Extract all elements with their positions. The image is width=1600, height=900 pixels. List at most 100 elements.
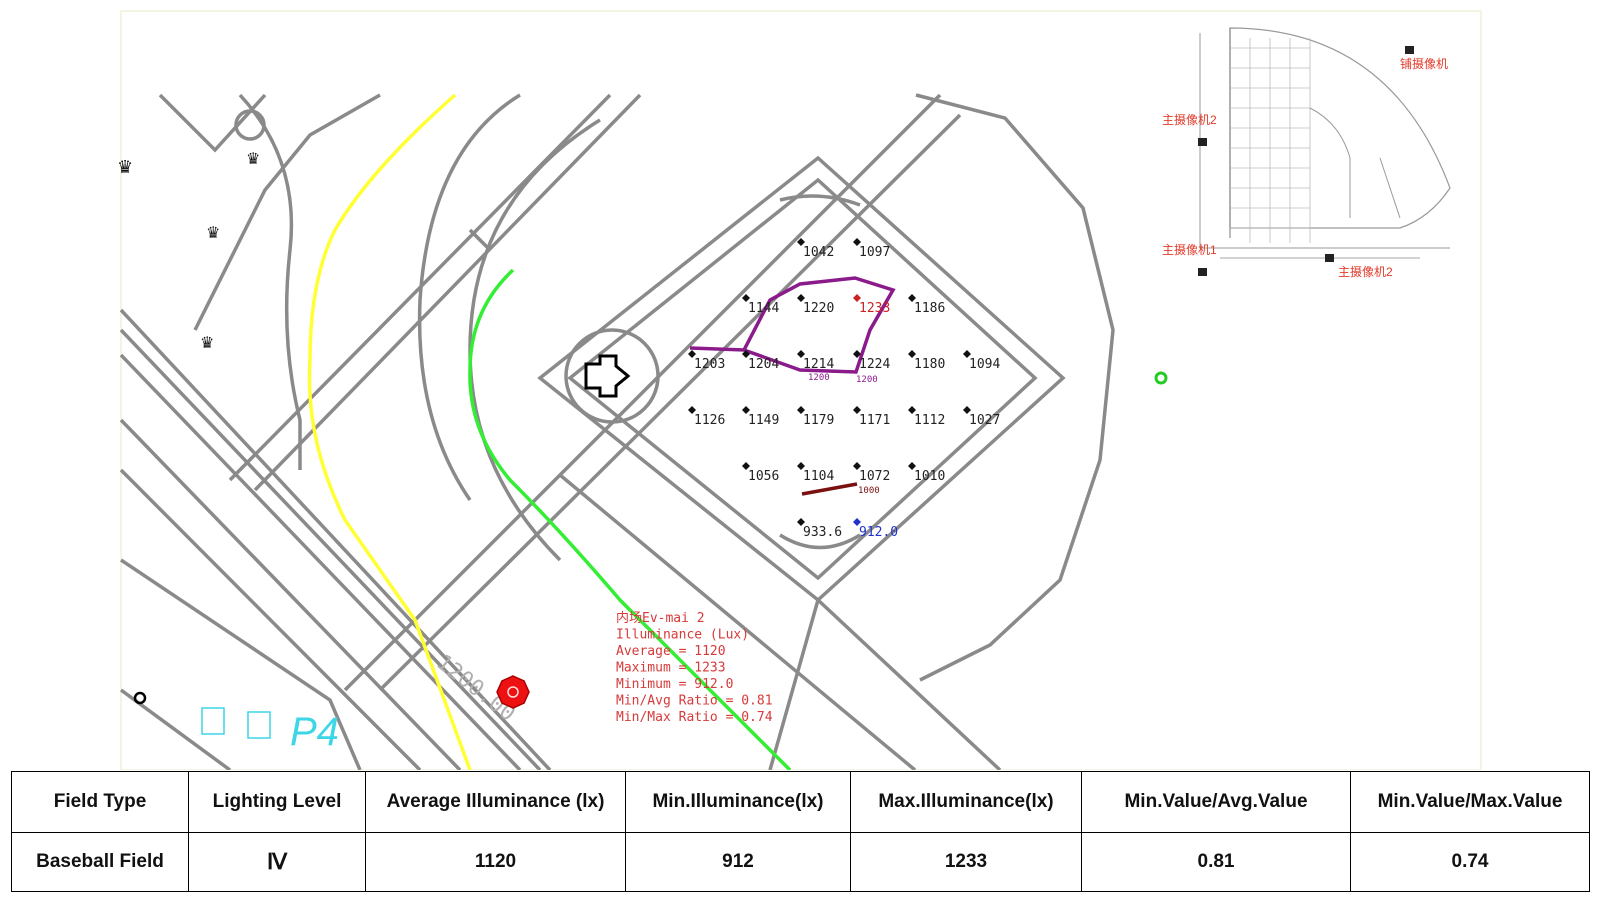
calc-point-label: 1010 (914, 469, 945, 484)
tree-icon: ♛ (246, 151, 260, 168)
calc-point-marker (688, 406, 696, 414)
calc-point-marker (853, 350, 861, 358)
survey-point-icon (133, 691, 147, 705)
cell-max-illuminance: 1233 (850, 832, 1082, 892)
header-field-type: Field Type (11, 771, 189, 833)
header-min-avg-ratio: Min.Value/Avg.Value (1081, 771, 1351, 833)
inset-label: 主摄像机2 (1162, 112, 1217, 127)
calc-point-label: 1204 (748, 357, 779, 372)
header-lighting-level: Lighting Level (188, 771, 366, 833)
area-label-box (201, 707, 225, 735)
contour-line-1000 (801, 482, 858, 496)
calc-point-marker (742, 350, 750, 358)
calc-summary-line: Illuminance (Lux) (616, 628, 749, 643)
calc-point-marker (688, 350, 696, 358)
calc-summary-line: Min/Avg Ratio = 0.81 (616, 694, 773, 709)
calc-point-marker (853, 238, 861, 246)
calc-point-label: 1179 (803, 413, 834, 428)
calc-point-label: 1144 (748, 301, 779, 316)
calc-point-label: 1112 (914, 413, 945, 428)
inset-label: 主摄像机1 (1162, 242, 1217, 257)
camera-icon (1405, 46, 1414, 54)
contour-label-1000: 1000 (858, 486, 880, 496)
calc-point-label: 933.6 (803, 525, 842, 540)
lighting-plan-drawing: ♛ ♛ ♛ ♛ 1200 1200 1000 1042 1097 1144 1220 1… (117, 10, 1482, 770)
calc-point-marker (853, 294, 861, 302)
calc-point-label: 1171 (859, 413, 890, 428)
camera-icon (1198, 138, 1207, 146)
area-label-box (247, 711, 271, 739)
header-min-max-ratio: Min.Value/Max.Value (1350, 771, 1590, 833)
cell-min-illuminance: 912 (625, 832, 851, 892)
calc-point-marker (908, 350, 916, 358)
calc-summary-block: 内场Ev-mai 2 Illuminance (Lux)Average = 112… (616, 610, 773, 725)
calc-point-label: 1097 (859, 245, 890, 260)
calc-point-marker (853, 406, 861, 414)
calc-point-label: 1214 (803, 357, 834, 372)
header-average-illuminance: Average Illuminance (lx) (365, 771, 626, 833)
contour-line-1200 (689, 276, 896, 374)
calc-point-marker (742, 406, 750, 414)
calc-point-marker (797, 462, 805, 470)
tree-icon: ♛ (200, 335, 214, 352)
calc-point-marker (797, 350, 805, 358)
calc-point-label: 1056 (748, 469, 779, 484)
calc-point-label: 1180 (914, 357, 945, 372)
calc-point-label: 1042 (803, 245, 834, 260)
camera-position-inset: 铺摄像机 主摄像机2 主摄像机1 主摄像机2 (1160, 18, 1478, 294)
calc-point-label: 1104 (803, 469, 834, 484)
cell-field-type: Baseball Field (11, 832, 189, 892)
table-header-row: Field Type Lighting Level Average Illumi… (11, 771, 1590, 833)
home-plate-symbol (584, 354, 631, 398)
calc-summary-line: 内场Ev-mai 2 (616, 610, 705, 626)
calc-point-label: 1203 (694, 357, 725, 372)
calc-point-label: 1233 (859, 301, 890, 316)
inset-label: 主摄像机2 (1338, 264, 1393, 279)
calc-summary-line: Min/Max Ratio = 0.74 (616, 710, 773, 725)
calc-point-marker (797, 238, 805, 246)
calc-point-marker (963, 350, 971, 358)
calc-point-marker (908, 406, 916, 414)
header-max-illuminance: Max.Illuminance(lx) (850, 771, 1082, 833)
cell-lighting-level: Ⅳ (188, 832, 366, 892)
calc-point-marker (797, 406, 805, 414)
calc-point-marker (742, 294, 750, 302)
green-boundary-line (468, 268, 792, 770)
area-label-p4: P4 (290, 710, 339, 754)
calc-point-marker (853, 462, 861, 470)
calc-summary-line: Average = 1120 (616, 644, 726, 659)
yellow-boundary-line (307, 93, 472, 770)
calc-point-label: 1094 (969, 357, 1000, 372)
calc-point-label: 1220 (803, 301, 834, 316)
camera-icon (1198, 268, 1207, 276)
contour-label-1200: 1200 (856, 375, 878, 385)
calc-point-marker (963, 406, 971, 414)
calc-point-marker (742, 462, 750, 470)
calc-point-label: 912.0 (859, 525, 898, 540)
table-row: Baseball Field Ⅳ 1120 912 1233 0.81 0.74 (11, 832, 1590, 892)
camera-icon (1325, 254, 1334, 262)
calc-point-label: 1224 (859, 357, 890, 372)
tree-symbols: ♛ ♛ ♛ ♛ (117, 151, 260, 352)
cell-average-illuminance: 1120 (365, 832, 626, 892)
tree-icon: ♛ (206, 225, 220, 242)
calc-point-marker (908, 462, 916, 470)
luminaire-marker-icon (496, 675, 530, 709)
inset-label: 铺摄像机 (1400, 56, 1448, 71)
header-min-illuminance: Min.Illuminance(lx) (625, 771, 851, 833)
calc-point-label: 1149 (748, 413, 779, 428)
calc-point-label: 1027 (969, 413, 1000, 428)
calc-point-marker (853, 518, 861, 526)
calc-point-marker (908, 294, 916, 302)
calc-summary-line: Maximum = 1233 (616, 661, 726, 676)
contour-label-1200: 1200 (808, 373, 830, 383)
cell-min-avg-ratio: 0.81 (1081, 832, 1351, 892)
calc-point-marker (797, 294, 805, 302)
tree-icon: ♛ (117, 157, 133, 177)
green-point-icon (1154, 371, 1168, 385)
illuminance-results-table: Field Type Lighting Level Average Illumi… (11, 771, 1590, 892)
calc-summary-line: Minimum = 912.0 (616, 677, 733, 692)
site-plan-svg: ♛ ♛ ♛ ♛ 1200 1200 1000 1042 1097 1144 1220 1… (117, 10, 1482, 770)
drawing-frame (120, 10, 1482, 770)
